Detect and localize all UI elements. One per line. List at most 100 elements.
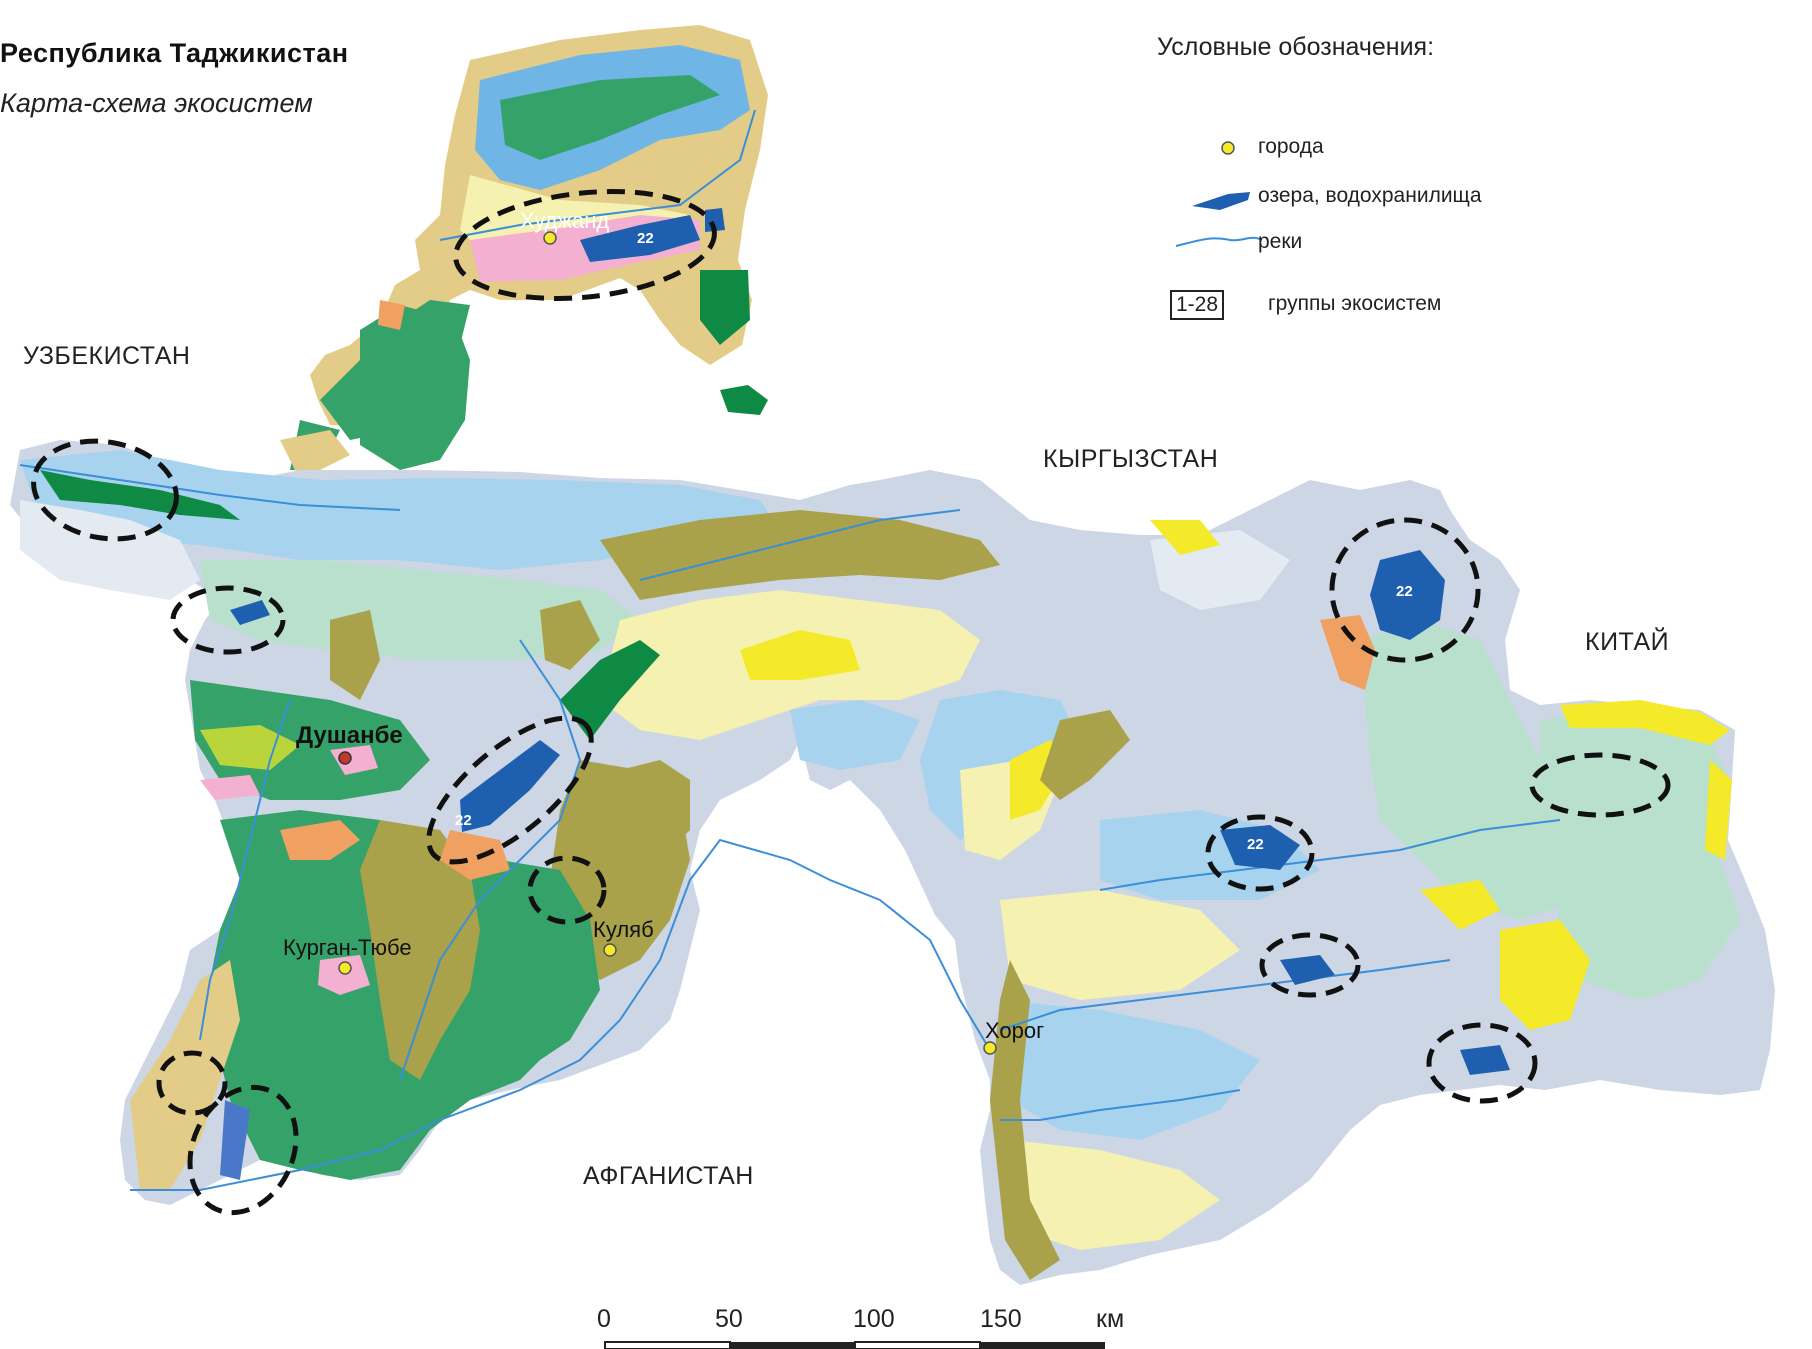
- east-yellow-blob-2: [1420, 880, 1500, 930]
- pamir-south-blue: [1000, 1000, 1260, 1140]
- olive-ridge-west: [330, 610, 380, 700]
- city-label-kulyab: Куляб: [593, 917, 654, 942]
- northern-region: [310, 25, 768, 470]
- zorkul-lake: [1460, 1045, 1510, 1075]
- map-subtitle: Карта-схема экосистем: [0, 88, 313, 118]
- legend-item-cities: города: [1190, 134, 1324, 160]
- scale-tick-50: 50: [715, 1305, 743, 1333]
- scale-tick-0: 0: [597, 1305, 611, 1333]
- city-label-khujand: Худжанд: [520, 208, 610, 233]
- western-border-strip: [130, 960, 240, 1190]
- river-icon: [1175, 236, 1263, 247]
- lake-label-sarez: 22: [1247, 836, 1264, 853]
- north-isolated-island: [720, 385, 768, 415]
- sarez-lake: [1220, 825, 1300, 870]
- country-afghanistan: АФГАНИСТАН: [583, 1162, 754, 1190]
- lake-label-kairakkum: 22: [637, 230, 654, 247]
- legend-swatch: [1190, 183, 1254, 209]
- main-region: [10, 440, 1775, 1285]
- legend-swatch: [1190, 134, 1254, 160]
- karakul-lake: [1370, 550, 1445, 640]
- northern-green: [500, 75, 720, 160]
- zeravshan-green-band: [40, 470, 240, 520]
- green-diagonal-band: [560, 640, 660, 740]
- northeast-yellow: [1150, 520, 1220, 555]
- pamir-olive-ridge: [1040, 710, 1130, 800]
- cities: [338, 231, 997, 1055]
- vakhsh-river: [399, 639, 582, 1081]
- highlight-tiger-balka: [187, 1084, 299, 1216]
- highlight-kairakkum: [453, 189, 717, 301]
- olive-ridge-center: [540, 600, 600, 670]
- karategin-olive-ridge: [600, 510, 1000, 600]
- east-yellow-border: [1560, 700, 1730, 745]
- zeravshan-strip: [280, 430, 350, 480]
- highlight-nurek: [426, 715, 594, 865]
- scale-tick-100: 100: [853, 1305, 895, 1333]
- syrdarya-river: [439, 109, 756, 241]
- highlight-zeravshan-west: [31, 438, 179, 542]
- highlight-east-plateau: [1529, 752, 1671, 818]
- dushanbe-yellow: [200, 725, 300, 770]
- scale-segment-2: [730, 1342, 855, 1349]
- highlighted-areas: [31, 189, 1671, 1216]
- pamir-south-pale: [1010, 1140, 1220, 1250]
- kulyab-green: [495, 860, 600, 1060]
- rivers: [19, 109, 1561, 1191]
- highlight-yashilkul: [1259, 932, 1361, 998]
- east-yellow-blob: [1500, 920, 1590, 1030]
- highlight-southwest: [156, 1050, 228, 1116]
- yashilkul-lake: [1280, 955, 1335, 985]
- ecosystem-group-box: 1-28: [1170, 290, 1225, 320]
- scale-segment-1: [604, 1341, 731, 1349]
- kairakkum-reservoir: [580, 215, 700, 262]
- legend-label: реки: [1258, 230, 1303, 253]
- highlight-karakul: [1329, 517, 1481, 663]
- nurek-reservoir: [460, 740, 560, 832]
- kafirnigan-river: [199, 699, 291, 1041]
- dushanbe-valley: [190, 680, 430, 800]
- city-label-kurgan-tyube: Курган-Тюбе: [283, 935, 412, 960]
- southern-part-north: [360, 305, 470, 470]
- south-orange-band-2: [440, 830, 510, 880]
- legend-item-rivers: реки: [1190, 229, 1302, 255]
- east-mint: [1540, 710, 1740, 1000]
- ecosystem-group-label: группы экосистем: [1268, 292, 1442, 315]
- lakes: [220, 208, 1510, 1180]
- murghab-river: [1099, 819, 1561, 891]
- west-reservoir: [230, 600, 270, 625]
- legend-label: города: [1258, 135, 1324, 158]
- vakhsh-olive: [360, 820, 480, 1080]
- east-yellow-border-2: [1705, 760, 1732, 860]
- karakul-orange: [1320, 615, 1375, 690]
- legend-item-lakes: озера, водохранилища: [1190, 183, 1482, 209]
- shakhdara-river: [1000, 1089, 1241, 1121]
- legend-title: Условные обозначения:: [1157, 33, 1435, 61]
- scale-segment-4: [980, 1342, 1105, 1349]
- scale-segment-3: [854, 1341, 981, 1349]
- city-dot-kulyab: [603, 943, 617, 957]
- rasht-blue: [790, 700, 920, 770]
- highlight-zorkul: [1426, 1022, 1538, 1104]
- scale-tick-150: 150: [980, 1305, 1022, 1333]
- legend-swatch: [1190, 229, 1254, 255]
- rasht-bright-yellow: [740, 630, 860, 680]
- lake-icon: [1192, 192, 1250, 210]
- north-east-green: [700, 270, 750, 345]
- gunt-river: [999, 959, 1451, 1031]
- city-label-khorog: Хорог: [985, 1018, 1045, 1043]
- central-olive-massif: [620, 760, 690, 860]
- city-dot-kurgan-tyube: [338, 961, 352, 975]
- pamir-south-yellow: [1000, 890, 1240, 1000]
- city-dot-icon: [1221, 141, 1235, 155]
- tiger-reservoir: [220, 1100, 250, 1180]
- map-title: Республика Таджикистан: [0, 38, 349, 68]
- city-dot-khujand: [543, 231, 557, 245]
- north-orange: [378, 300, 405, 330]
- pyanj-river: [130, 838, 991, 1191]
- west-pink: [200, 775, 260, 800]
- highlight-west-reservoir: [170, 585, 286, 655]
- lake-label-nurek: 22: [455, 812, 472, 829]
- zeravshan-river: [19, 464, 401, 511]
- farkhad-lake: [705, 208, 725, 232]
